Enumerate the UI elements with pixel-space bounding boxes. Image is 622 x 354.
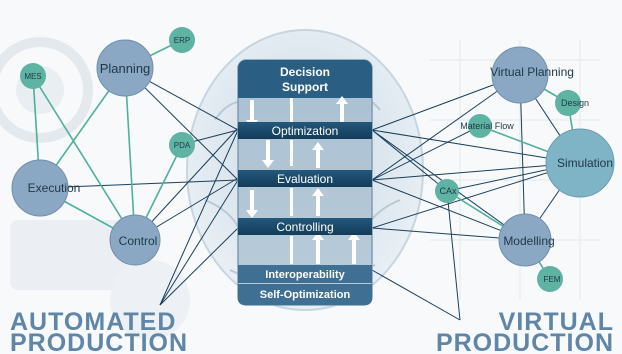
evaluation-label: Evaluation — [277, 172, 333, 186]
modelling-label: Modelling — [503, 234, 554, 248]
fem-node — [537, 266, 563, 292]
mes-label: MES — [24, 72, 41, 81]
erp-label: ERP — [174, 36, 190, 45]
planning-node — [96, 39, 154, 97]
execution-node — [11, 159, 69, 217]
interoperability-box — [238, 265, 372, 283]
material-flow-node — [468, 114, 492, 138]
fem-label: FEM — [544, 275, 561, 284]
decision-support-line2: Support — [282, 80, 328, 94]
automated-production-title-line2: PRODUCTION — [10, 329, 188, 354]
virtual-planning-label: Virtual Planning — [490, 65, 574, 79]
self-optimization-label: Self-Optimization — [260, 289, 351, 301]
virtual-planning-node — [491, 46, 549, 104]
control-node — [109, 214, 161, 266]
decision-support-line1: Decision — [280, 65, 330, 79]
simulation-node — [545, 128, 615, 198]
optimization-bar — [238, 122, 372, 139]
central-panel: Decision Support Optimiza — [237, 59, 373, 306]
mes-node — [20, 63, 46, 89]
left-nodes: Planning ERP MES PDA Execution Control — [11, 27, 195, 266]
controlling-label: Controlling — [276, 220, 333, 234]
controlling-bar — [238, 218, 372, 235]
execution-label: Execution — [28, 181, 81, 195]
planning-label: Planning — [100, 61, 151, 76]
modelling-node — [498, 213, 552, 267]
material-flow-label: Material Flow — [460, 121, 514, 131]
virtual-production-title-line1: VIRTUAL — [499, 308, 614, 336]
erp-node — [169, 27, 195, 53]
design-label: Design — [561, 98, 589, 108]
interoperability-label: Interoperability — [265, 269, 345, 281]
cax-node — [435, 179, 459, 203]
evaluation-bar — [238, 170, 372, 187]
optimization-label: Optimization — [272, 124, 339, 138]
cax-label: CAx — [439, 186, 457, 196]
design-node — [555, 90, 581, 116]
right-nodes: Virtual Planning Design Material Flow Si… — [435, 46, 615, 292]
section-titles: AUTOMATED PRODUCTION VIRTUAL PRODUCTION — [10, 308, 614, 354]
virtual-production-title-line2: PRODUCTION — [436, 329, 614, 354]
pda-node — [169, 132, 195, 158]
pda-label: PDA — [174, 141, 191, 150]
control-label: Control — [119, 234, 158, 248]
automated-production-title-line1: AUTOMATED — [10, 308, 176, 336]
simulation-label: Simulation — [557, 156, 613, 170]
